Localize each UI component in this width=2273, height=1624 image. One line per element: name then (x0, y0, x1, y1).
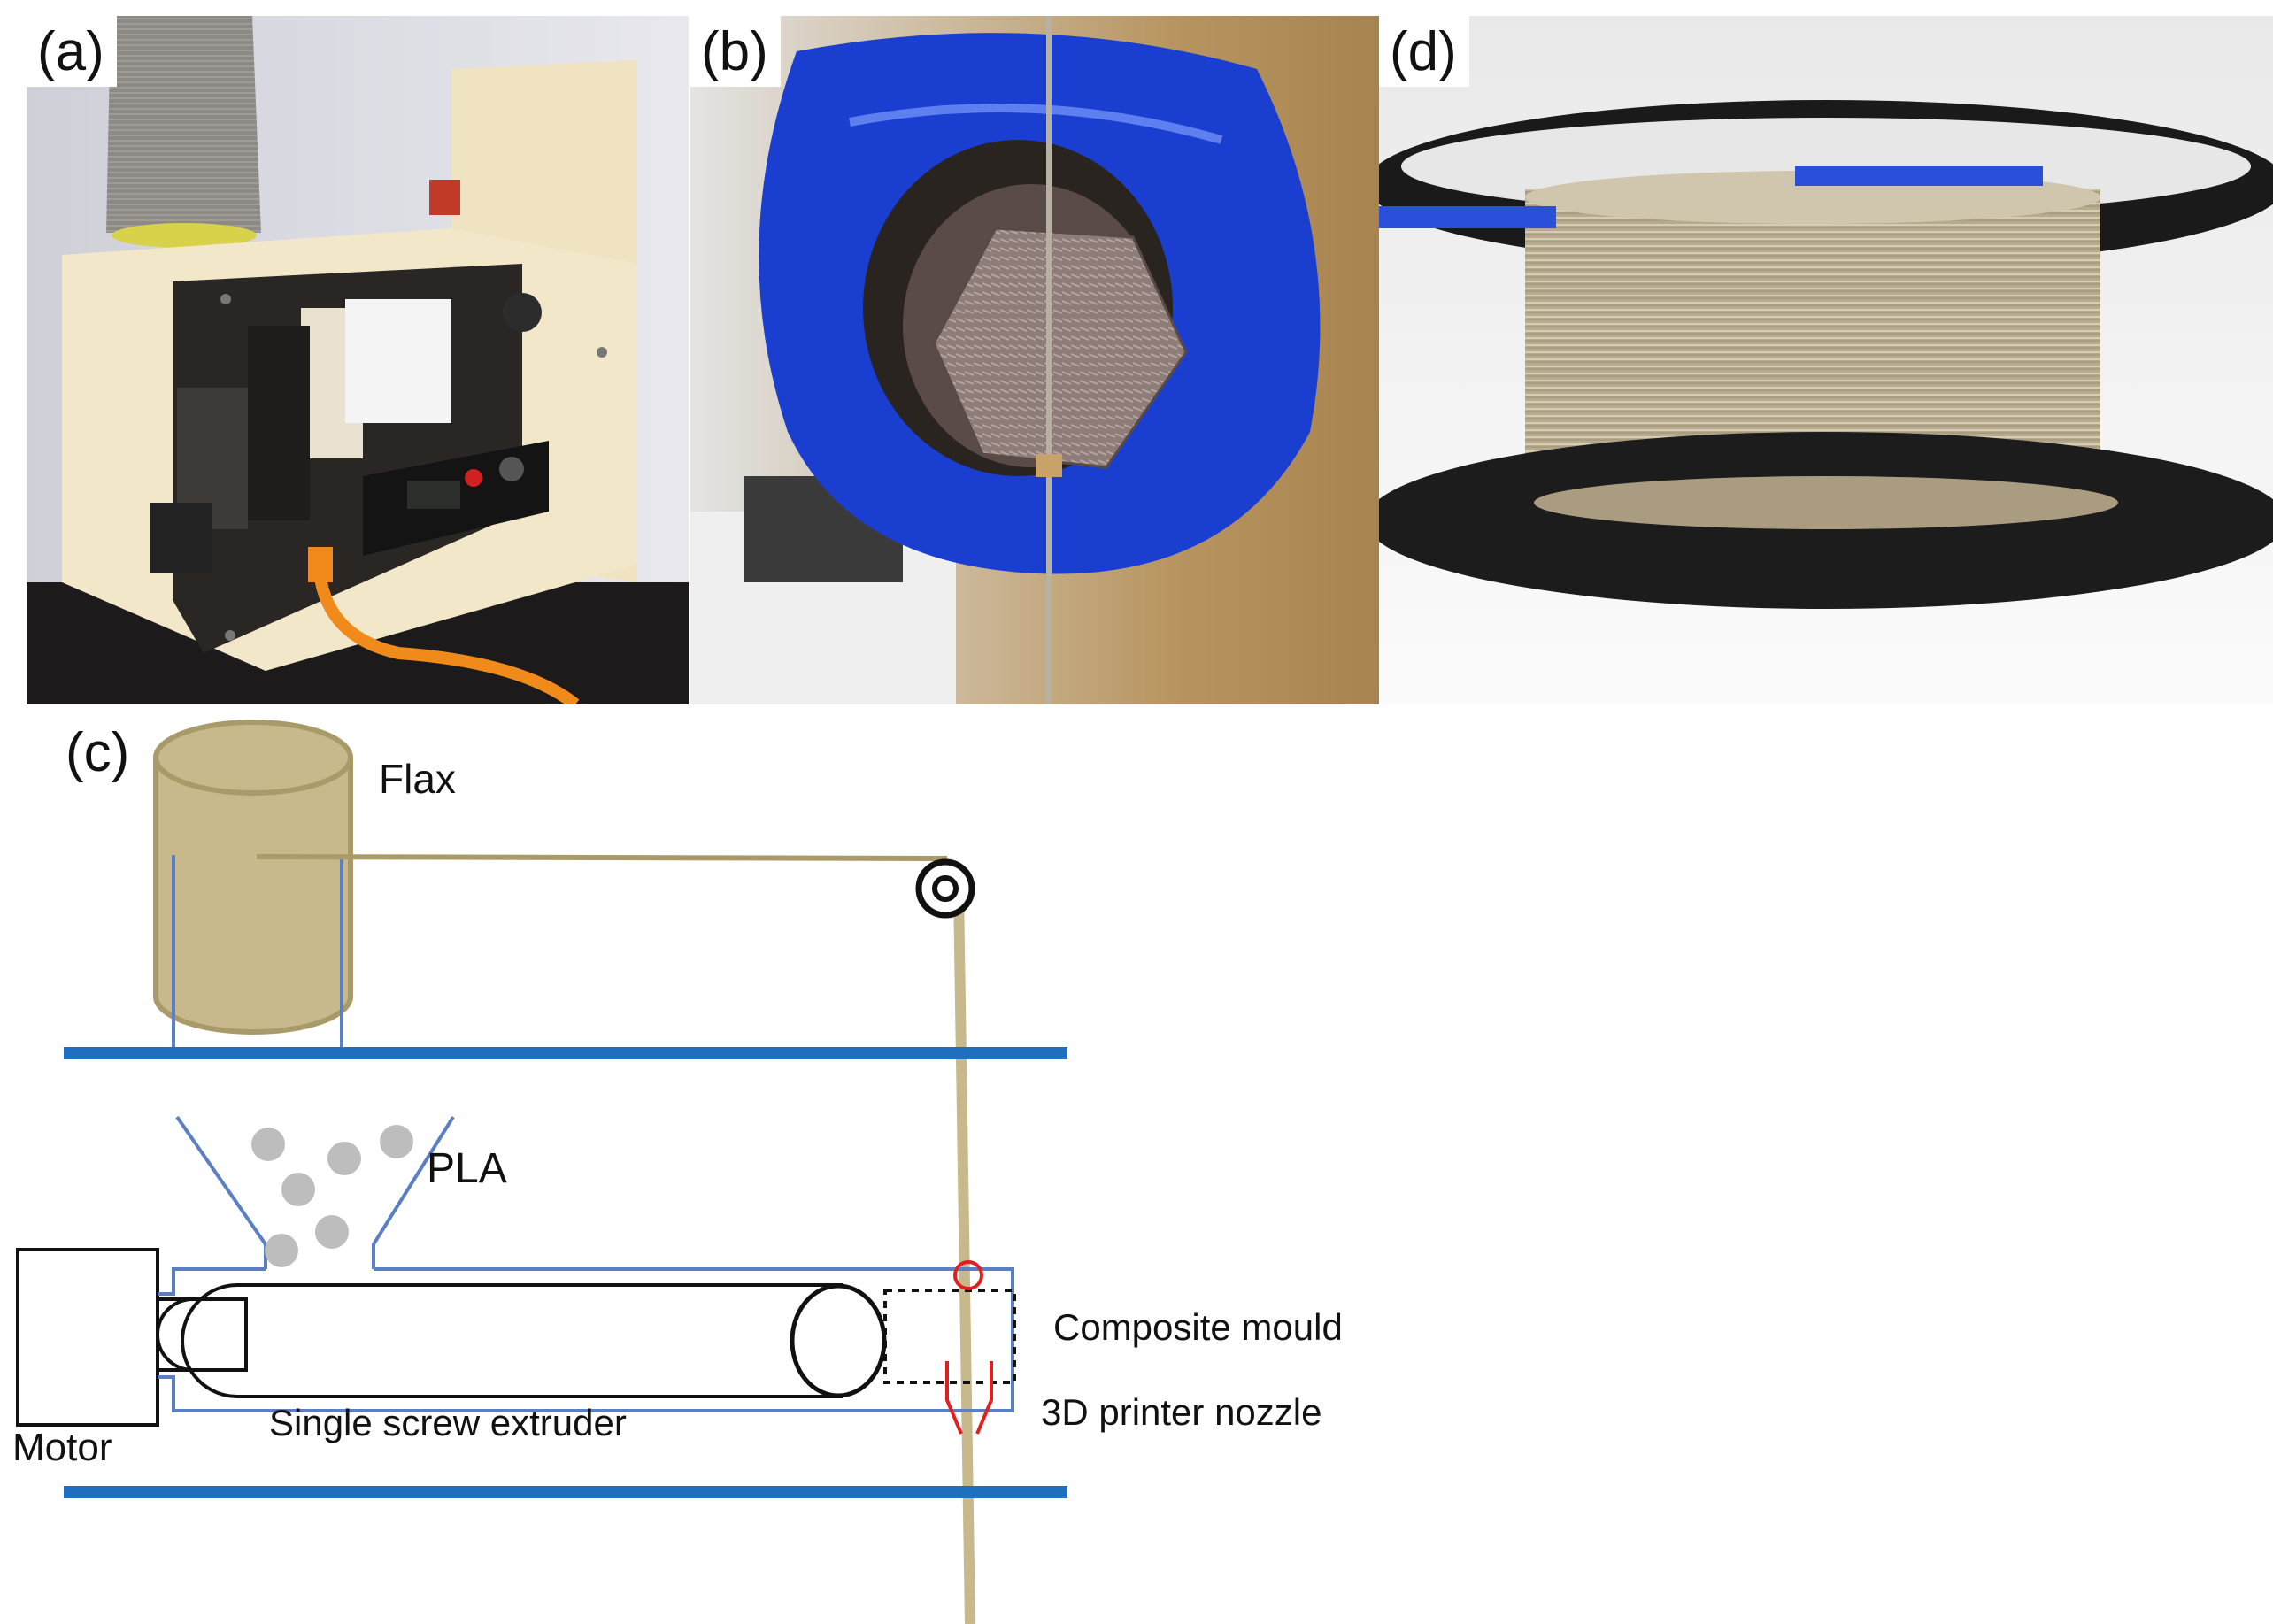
extruder-device-image (27, 16, 689, 704)
filament-spool-image (1379, 16, 2273, 704)
panel-label-c: (c) (65, 722, 130, 783)
panel-label-a: (a) (27, 16, 117, 87)
printer-nozzle (945, 1361, 993, 1435)
screw (156, 1283, 887, 1398)
panel-label-b: (b) (690, 16, 781, 87)
label-flax: Flax (379, 756, 456, 802)
panel-label-d: (d) (1379, 16, 1469, 87)
fibre-entry-ring (953, 1260, 983, 1290)
panel-d-spool-photo: (d) (1379, 16, 2273, 704)
process-schematic: Flax PLA Motor (12, 720, 1343, 1624)
fibre-vertical (953, 889, 975, 1624)
label-extruder: Single screw extruder (269, 1402, 627, 1443)
pulley (915, 858, 975, 919)
motor-box (16, 1248, 159, 1427)
pla-hopper (175, 1115, 455, 1269)
mould-closeup-image (690, 16, 1379, 704)
panel-b-mould-photo: (b) (690, 16, 1379, 704)
composite-mould (883, 1289, 1016, 1384)
panel-c-schematic: Flax PLA Motor (0, 704, 1416, 1624)
label-motor: Motor (12, 1426, 112, 1469)
flax-spool (153, 720, 353, 1050)
panel-a-extruder-photo: (a) (27, 16, 689, 704)
label-pla: PLA (427, 1145, 507, 1192)
label-nozzle: 3D printer nozzle (1041, 1391, 1321, 1433)
label-mould: Composite mould (1053, 1306, 1343, 1348)
fibre-horizontal (256, 854, 948, 861)
extruder-housing (158, 1267, 1014, 1412)
